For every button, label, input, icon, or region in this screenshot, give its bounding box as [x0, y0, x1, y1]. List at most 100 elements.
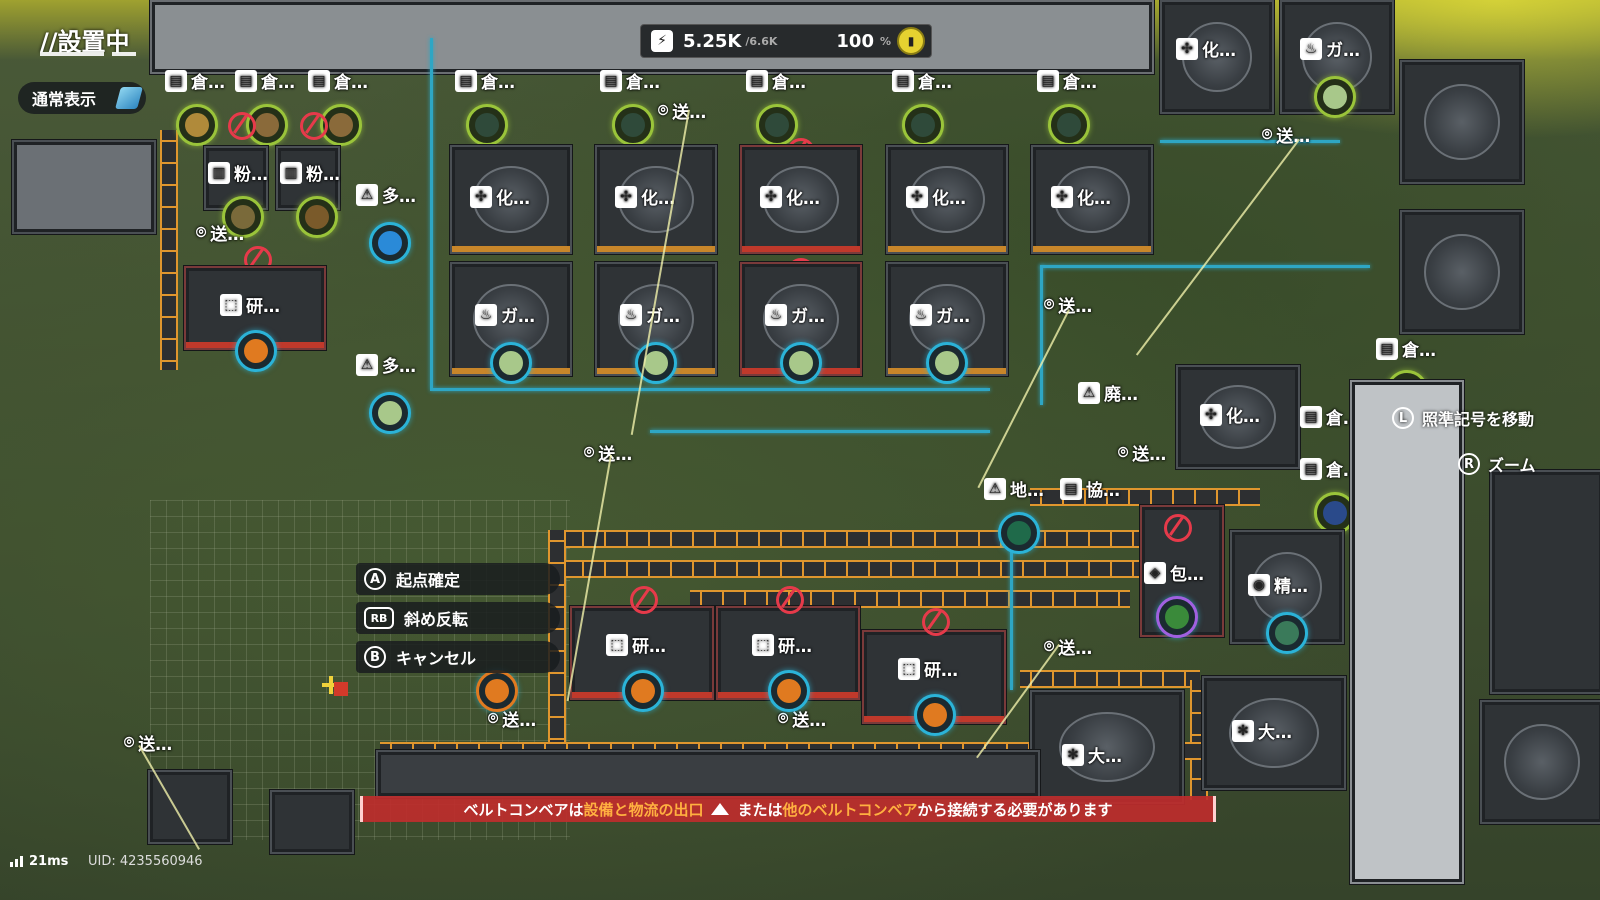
rb-button-icon: RB — [364, 607, 394, 629]
right-column[interactable] — [1480, 700, 1600, 824]
antenna-icon: ⌾ — [1118, 442, 1129, 463]
antenna-icon: ⌾ — [488, 708, 499, 729]
research-label: ⬚研… — [220, 292, 280, 317]
storage-label[interactable]: ▤倉… — [746, 68, 806, 93]
chem-label: ✣化… — [1176, 36, 1236, 61]
storage-label[interactable]: ▤倉… — [165, 68, 225, 93]
item-slot[interactable] — [1048, 104, 1090, 146]
research-label: ⬚研… — [898, 656, 958, 681]
conveyor-belt-vertical[interactable] — [548, 530, 566, 750]
antenna-icon: ⌾ — [196, 222, 207, 243]
mining-rig[interactable] — [270, 790, 354, 854]
large-label: ✻大… — [1232, 718, 1292, 743]
view-mode-toggle[interactable]: 通常表示 — [18, 82, 146, 114]
pipe — [430, 38, 433, 388]
chem-label: ✣化… — [1200, 402, 1260, 427]
storage-label[interactable]: ▤倉… — [308, 68, 368, 93]
item-slot[interactable] — [622, 670, 664, 712]
item-slot[interactable] — [780, 342, 822, 384]
pipe — [650, 430, 990, 433]
research-label: ⬚研… — [606, 632, 666, 657]
item-slot[interactable] — [222, 196, 264, 238]
research-station[interactable] — [570, 606, 714, 700]
placement-cursor[interactable] — [322, 672, 348, 698]
item-slot[interactable] — [369, 392, 411, 434]
conveyor-belt[interactable] — [550, 560, 1140, 578]
storage-icon: ▤ — [1300, 405, 1322, 428]
item-slot[interactable] — [490, 342, 532, 384]
chem-icon: ✣ — [906, 185, 928, 208]
storage-icon: ▤ — [600, 69, 622, 92]
building-right-edge[interactable] — [1400, 60, 1524, 184]
chem-plant[interactable] — [886, 145, 1008, 254]
chem-icon: ✣ — [1176, 37, 1198, 60]
warning-text: から接続する必要があります — [917, 800, 1113, 819]
right-column[interactable] — [1490, 470, 1600, 694]
power-icon: ⚡ — [651, 30, 673, 52]
storage-icon: ▤ — [308, 69, 330, 92]
item-slot[interactable] — [756, 104, 798, 146]
item-slot[interactable] — [914, 694, 956, 736]
item-slot[interactable] — [296, 196, 338, 238]
research-icon: ⬚ — [606, 633, 628, 656]
storage-label[interactable]: ▤倉… — [235, 68, 295, 93]
item-slot[interactable] — [1266, 612, 1308, 654]
item-slot[interactable] — [998, 512, 1040, 554]
up-arrow-icon — [711, 803, 730, 815]
large-generator[interactable] — [1030, 690, 1184, 804]
item-slot[interactable] — [768, 670, 810, 712]
large-label: ✻大… — [1062, 742, 1122, 767]
transmit-label: ⌾送… — [1118, 442, 1167, 466]
control-label: キャンセル — [396, 649, 477, 668]
item-slot[interactable] — [176, 104, 218, 146]
item-slot[interactable] — [235, 330, 277, 372]
warning-text: ベルトコンベアは — [463, 800, 584, 819]
coop-icon: ▤ — [1060, 477, 1082, 500]
gas-label: ♨ガ… — [765, 302, 825, 327]
storage-label[interactable]: ▤倉… — [892, 68, 952, 93]
hint-move-reticle: L 照準記号を移動 — [1392, 406, 1534, 430]
left-machine[interactable] — [12, 140, 156, 234]
storage-icon: ▤ — [892, 69, 914, 92]
chem-plant[interactable] — [740, 145, 862, 254]
building-right-edge-2[interactable] — [1400, 210, 1524, 334]
item-slot[interactable] — [926, 342, 968, 384]
transmit-label: ⌾送… — [1044, 636, 1093, 660]
storage-icon: ▤ — [746, 69, 768, 92]
water-slot[interactable] — [369, 222, 411, 264]
item-slot[interactable] — [466, 104, 508, 146]
item-slot[interactable] — [1156, 596, 1198, 638]
depot-row[interactable] — [376, 750, 1040, 798]
antenna-icon: ⌾ — [658, 100, 669, 121]
network-ping: 21ms — [10, 854, 68, 869]
storage-column[interactable] — [1350, 380, 1464, 884]
coop-label: ▤協… — [1060, 476, 1120, 501]
item-slot[interactable] — [612, 104, 654, 146]
storage-label[interactable]: ▤倉… — [1037, 68, 1097, 93]
storage-label[interactable]: ▤倉… — [455, 68, 515, 93]
pipe — [1040, 265, 1370, 268]
multi-icon: ⚠ — [356, 183, 378, 206]
conveyor-belt-vertical[interactable] — [160, 130, 178, 370]
item-slot[interactable] — [1314, 76, 1356, 118]
building-top-right-1[interactable] — [1160, 0, 1274, 114]
crusher-icon: ▥ — [280, 161, 302, 184]
conveyor-belt[interactable] — [550, 530, 1150, 548]
chem-plant[interactable] — [450, 145, 572, 254]
item-slot[interactable] — [902, 104, 944, 146]
no-power-icon — [776, 586, 804, 614]
item-slot[interactable] — [320, 104, 362, 146]
control-flip-diagonal[interactable]: RB 斜め反転 — [356, 602, 560, 634]
multi-label: ⚠多… — [356, 352, 416, 377]
transmit-label: ⌾送… — [658, 98, 706, 124]
item-slot[interactable] — [476, 670, 518, 712]
research-icon: ⬚ — [220, 293, 242, 316]
storage-label[interactable]: ▤倉… — [600, 68, 660, 93]
control-cancel[interactable]: B キャンセル — [356, 641, 560, 673]
refine-icon: ◉ — [1248, 573, 1270, 596]
conveyor-belt[interactable] — [1020, 670, 1200, 688]
control-confirm-start[interactable]: A 起点確定 — [356, 563, 560, 595]
storage-label[interactable]: ▤倉… — [1376, 336, 1436, 361]
ground-label: ⚠地… — [984, 476, 1044, 501]
chem-icon: ✣ — [1051, 185, 1073, 208]
